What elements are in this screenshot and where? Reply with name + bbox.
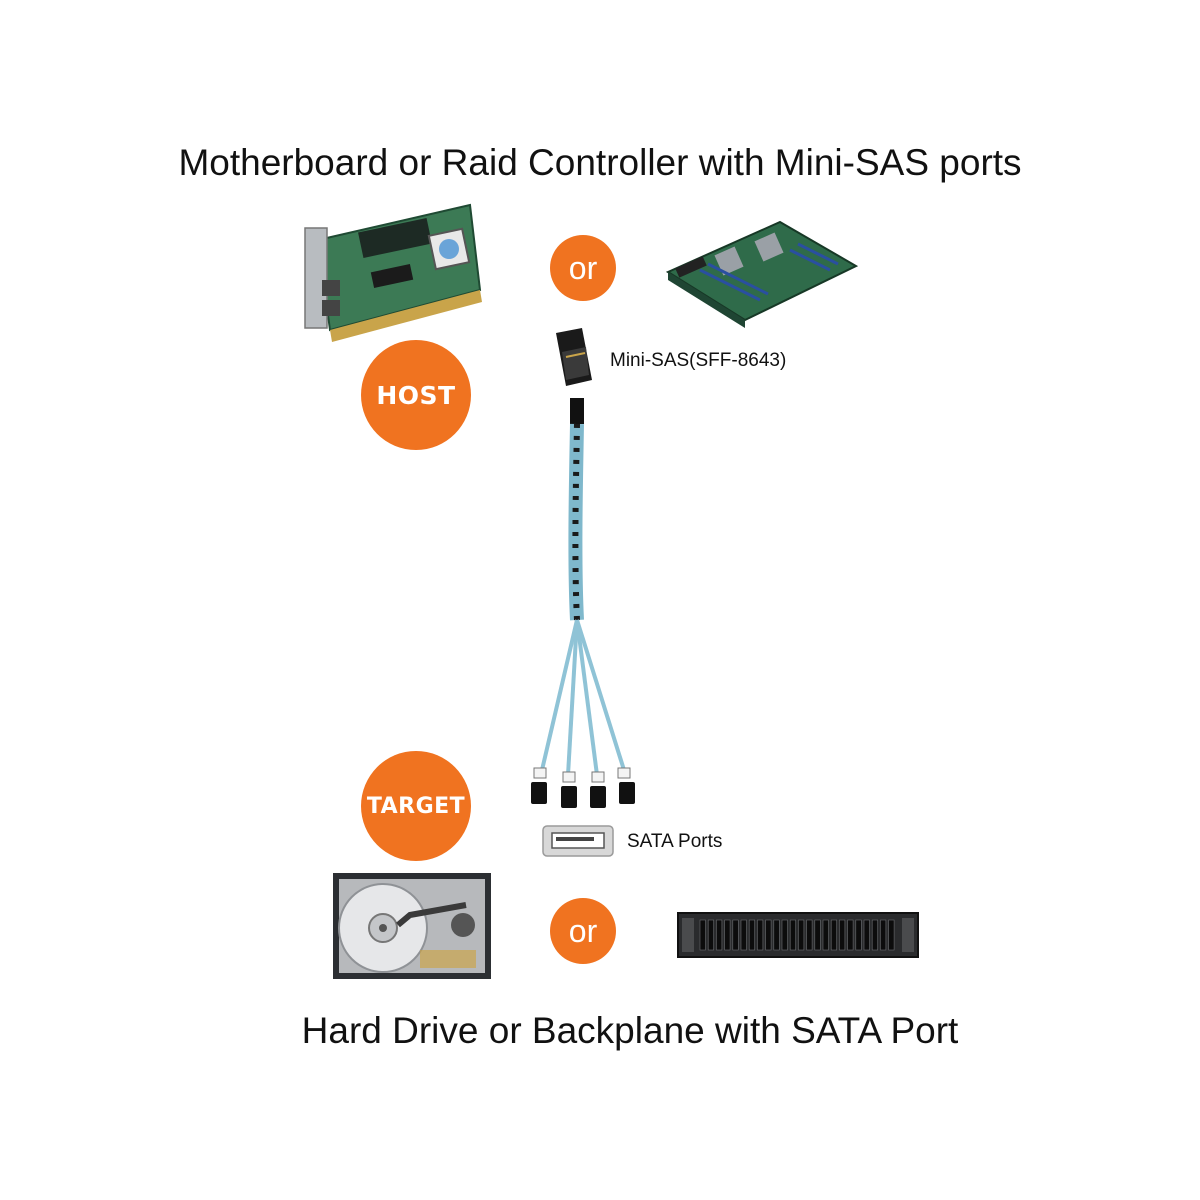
drive-bay-slot bbox=[822, 919, 829, 951]
mini-sas-connector-icon bbox=[556, 328, 592, 386]
drive-bay-slot bbox=[855, 919, 862, 951]
drive-bay-slot bbox=[740, 919, 747, 951]
or-badge-bottom: or bbox=[550, 898, 616, 964]
motherboard-icon bbox=[665, 220, 859, 328]
drive-bay-slot bbox=[847, 919, 854, 951]
drive-bay-slot bbox=[871, 919, 879, 951]
drive-bay-slot bbox=[716, 919, 723, 951]
drive-bay-slot bbox=[880, 919, 887, 951]
drive-bay-slot bbox=[806, 919, 813, 951]
drive-bay-slot bbox=[707, 919, 715, 951]
hard-drive-icon bbox=[333, 873, 491, 979]
mini-sas-label: Mini-SAS(SFF-8643) bbox=[610, 350, 787, 371]
host-badge: HOST bbox=[361, 340, 471, 450]
drive-bay-slot bbox=[830, 919, 838, 951]
drive-bay-slot bbox=[863, 919, 870, 951]
drive-bay-slot bbox=[798, 919, 805, 951]
drive-bay-slot bbox=[773, 919, 780, 951]
drive-bay-slot bbox=[757, 919, 764, 951]
breakout-cable-icon bbox=[531, 398, 635, 808]
drive-bays bbox=[699, 919, 895, 951]
host-heading: Motherboard or Raid Controller with Mini… bbox=[178, 142, 1022, 183]
sata-port-icon bbox=[542, 825, 614, 857]
raid-controller-icon bbox=[304, 203, 482, 342]
drive-bay-slot bbox=[724, 919, 731, 951]
sata-ports-label: SATA Ports bbox=[627, 831, 723, 852]
drive-bay-slot bbox=[781, 919, 788, 951]
drive-bay-slot bbox=[765, 919, 772, 951]
drive-bay-slot bbox=[699, 919, 706, 951]
drive-bay-slot bbox=[839, 919, 846, 951]
drive-bay-slot bbox=[732, 919, 739, 951]
drive-bay-slot bbox=[748, 919, 756, 951]
drive-bay-slot bbox=[814, 919, 821, 951]
drive-bay-slot bbox=[888, 919, 895, 951]
or-badge-top: or bbox=[550, 235, 616, 301]
drive-bay-slot bbox=[789, 919, 797, 951]
target-badge: TARGET bbox=[361, 751, 471, 861]
target-heading: Hard Drive or Backplane with SATA Port bbox=[301, 1010, 959, 1051]
